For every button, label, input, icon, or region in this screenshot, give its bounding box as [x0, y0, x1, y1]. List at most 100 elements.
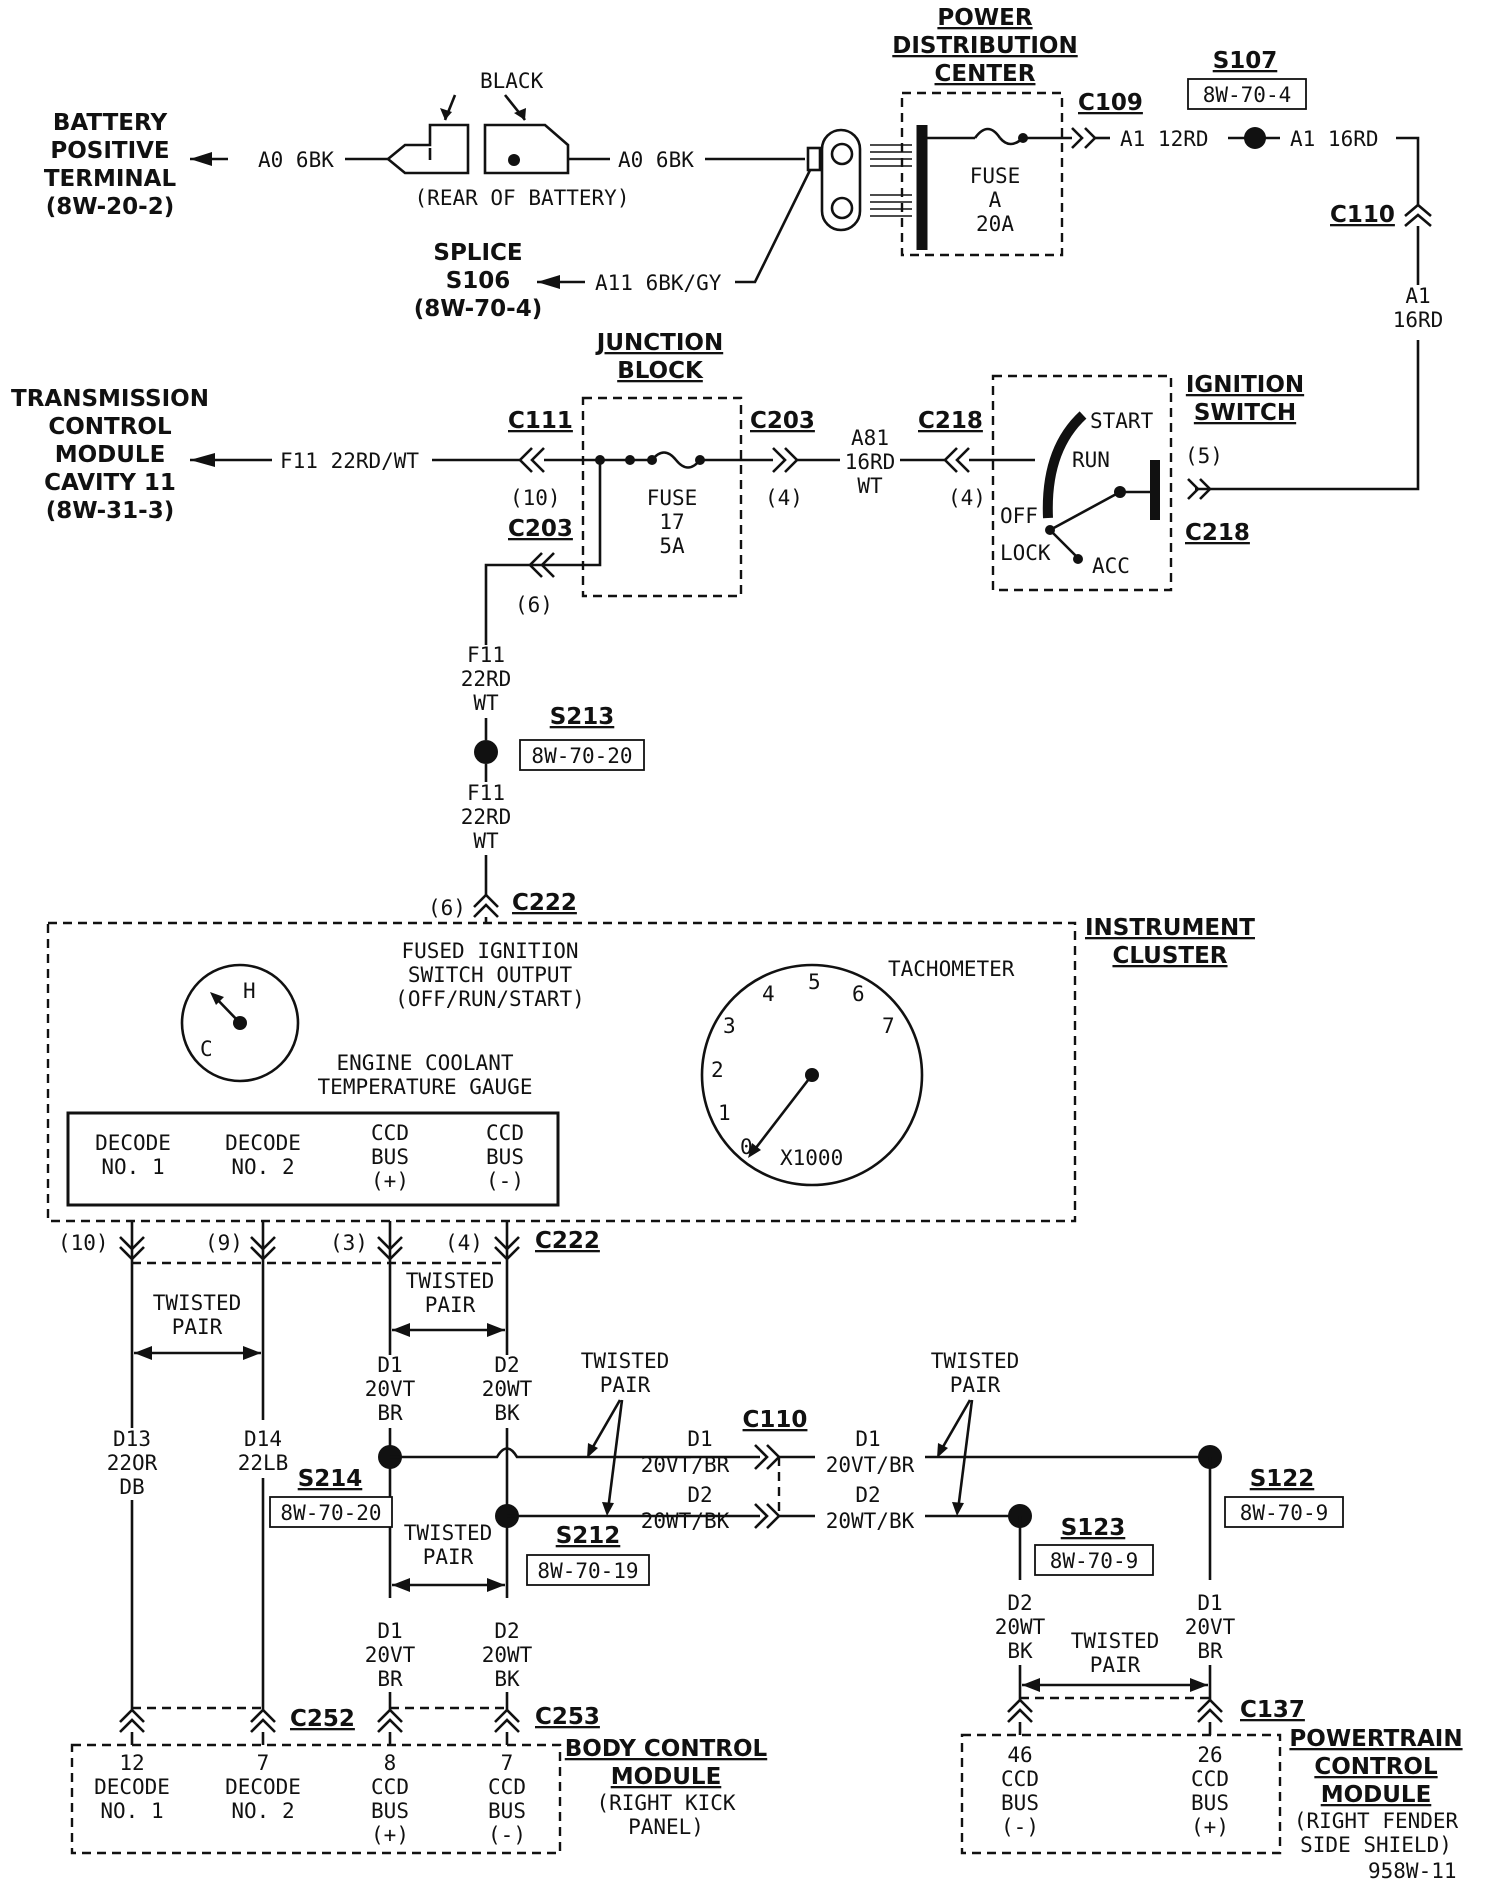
tachometer-label: TACHOMETER — [888, 957, 1015, 981]
c137-pin26-icon — [1197, 1698, 1223, 1723]
wire-f11-upper-line1: F11 — [467, 643, 505, 667]
ccd-bus-left-group: TWISTED PAIR D1 20VT BR D2 20WT BK S214 … — [269, 1259, 760, 1710]
cluster-pin-decode2-line2: NO. 2 — [231, 1155, 294, 1179]
bcm-pin7b-line2: CCD — [488, 1775, 526, 1799]
jb-branch-wire — [530, 460, 602, 567]
fuse-17-label-line1: FUSE — [647, 486, 698, 510]
c111-label: C111 — [508, 408, 573, 434]
c218-left-cavity: (4) — [948, 486, 986, 510]
twisted-pair-5-pointer-b-head — [952, 1502, 964, 1516]
pdc-terminal-hole-top — [830, 142, 854, 166]
ign-run-label: RUN — [1072, 448, 1110, 472]
cluster-pin-ccdn-line3: (-) — [486, 1169, 524, 1193]
tachometer-needle — [750, 1074, 814, 1154]
fused-ign-line2: SWITCH OUTPUT — [408, 963, 573, 987]
battery-label-line2: POSITIVE — [50, 138, 169, 164]
wire-d2-mid-left-line2: 20WT/BK — [641, 1509, 730, 1533]
s106-label-line1: SPLICE — [433, 240, 522, 266]
c222-top-cavity: (6) — [428, 896, 466, 920]
pcm-pin26-line2: CCD — [1191, 1767, 1229, 1791]
wire-d1-lower-line3: BR — [377, 1667, 403, 1691]
twisted-pair-6-line1: TWISTED — [1071, 1629, 1160, 1653]
figure-id: 958W-11 — [1368, 1859, 1457, 1883]
ignition-switch-box — [991, 374, 1173, 592]
c222-bottom-group: (10) (9) (3) (4) C222 — [58, 1221, 600, 1265]
tach-scale-label: X1000 — [780, 1146, 843, 1170]
s122-label: S122 — [1250, 1466, 1315, 1492]
cluster-pin-ccdp-line1: CCD — [371, 1121, 409, 1145]
wire-f11-lower-line1: F11 — [467, 781, 505, 805]
c109-label: C109 — [1078, 90, 1143, 116]
wire-d1-mid-right-line2: 20VT/BR — [826, 1453, 915, 1477]
s107-splice-dot — [1244, 127, 1266, 149]
bcm-pin12-line1: 12 — [119, 1751, 144, 1775]
s212-label: S212 — [556, 1523, 621, 1549]
fused-ign-line3: (OFF/RUN/START) — [395, 987, 585, 1011]
c203-top-cavity: (4) — [765, 486, 803, 510]
twisted-pair-5-pointer-a — [938, 1399, 972, 1453]
wire-d13-line2: 22OR — [107, 1451, 158, 1475]
ign-off-label: OFF — [1000, 504, 1038, 528]
c252-pin12-icon — [119, 1708, 145, 1733]
c252-label: C252 — [290, 1706, 355, 1732]
junction-block: JUNCTION BLOCK FUSE 17 5A C203 (6) — [484, 330, 773, 645]
bcm-pin8-line4: (+) — [371, 1823, 409, 1847]
c110-top-label: C110 — [1330, 202, 1395, 228]
pcm-label-line3: MODULE — [1321, 1782, 1432, 1808]
c222-cavity-10: (10) — [58, 1231, 109, 1255]
twisted-pair-4-pointer-b — [606, 1399, 624, 1511]
fuse-a-label-line1: FUSE — [970, 164, 1021, 188]
c137-label: C137 — [1240, 1697, 1305, 1723]
s106-arrow-icon — [537, 275, 560, 289]
wire-a81-line3: WT — [857, 474, 883, 498]
battery-clamp-right-icon — [483, 123, 570, 175]
c222-stubs — [130, 1221, 509, 1259]
bcm-pin7b-line3: BUS — [488, 1799, 526, 1823]
wire-d2-lower-line2: 20WT — [482, 1643, 533, 1667]
bcm-pin7a-line2: DECODE — [225, 1775, 301, 1799]
wire-d13-line1: D13 — [113, 1427, 151, 1451]
bcm-pin12-line3: NO. 1 — [100, 1799, 163, 1823]
wire-d2-upper-line1: D2 — [494, 1353, 519, 1377]
c110-mid-group: D1 20VT/BR D2 20WT/BK C110 D1 20VT/BR D2… — [641, 1407, 1210, 1533]
junction-block-box — [581, 396, 743, 598]
ignition-switch-label-line1: IGNITION — [1186, 372, 1304, 398]
fuse-a-label-line2: A — [989, 188, 1002, 212]
wire-a81-line1: A81 — [851, 426, 889, 450]
ign-lock-label: LOCK — [1000, 541, 1051, 565]
wire-f11-tcm: F11 22RD/WT — [280, 449, 419, 473]
s107-ref-box — [1187, 78, 1307, 110]
wire-f11-lower-line3: WT — [473, 829, 499, 853]
twisted-pair-4-line1: TWISTED — [581, 1349, 670, 1373]
pdc-label-line1: POWER — [937, 5, 1032, 31]
bcm-label-line2: MODULE — [611, 1764, 722, 1790]
wire-d1-lower-line2: 20VT — [365, 1643, 416, 1667]
c222-top-connector-icon — [473, 893, 499, 918]
wire-f11-upper-line2: 22RD — [461, 667, 512, 691]
wire-d1-upper-line1: D1 — [377, 1353, 402, 1377]
s123-ref: 8W-70-9 — [1050, 1549, 1139, 1573]
cluster-pin-decode1-line1: DECODE — [95, 1131, 171, 1155]
wire-d2-lower-line3: BK — [494, 1667, 520, 1691]
tachometer-needle-head — [748, 1143, 761, 1158]
battery-arrow-icon — [190, 152, 212, 166]
wire-d2-pcm-line3: BK — [1007, 1639, 1033, 1663]
twisted-pair-4-pointer-a-head — [587, 1443, 598, 1458]
fuse-17-label-line3: 5A — [659, 534, 685, 558]
fuse-a-icon-right — [999, 137, 1024, 146]
wire-d1-mid-left-line1: D1 — [687, 1427, 712, 1451]
twisted-pair-4-pointer-a — [588, 1399, 622, 1453]
s106-label-line3: (8W-70-4) — [414, 296, 542, 322]
s123-ref-box — [1034, 1544, 1154, 1576]
cluster-pin-box — [66, 1111, 560, 1207]
c222-cavity-9: (9) — [205, 1231, 243, 1255]
fuse-17-label-line2: 17 — [659, 510, 684, 534]
s214-ref-box — [269, 1496, 393, 1528]
c203-c218-group: C203 (4) A81 16RD WT C218 (4) — [750, 408, 1035, 510]
pdc-box — [900, 91, 1064, 257]
c111-connector-icon — [518, 447, 545, 473]
bcm-pin7a-line1: 7 — [257, 1751, 270, 1775]
pcm-pin46-line2: CCD — [1001, 1767, 1039, 1791]
ign-acc-dot — [1073, 554, 1083, 564]
black-pointer-left-head — [440, 108, 452, 120]
